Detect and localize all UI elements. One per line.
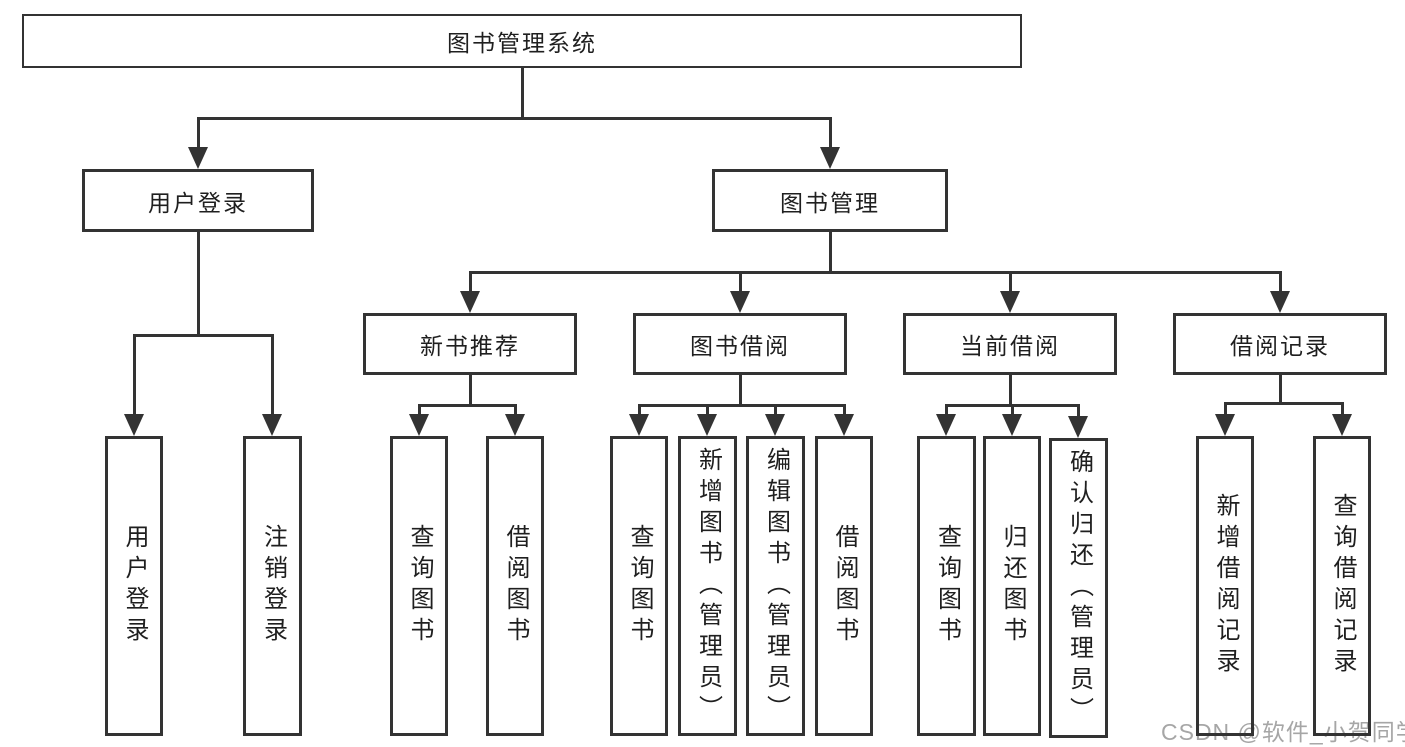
node-label: 确认归还（管理员） [1065,448,1093,728]
connector-line [1279,271,1282,293]
arrow-down-icon [697,414,717,436]
connector-line [843,404,846,416]
connector-line [638,404,641,416]
arrow-down-icon [1002,414,1022,436]
connector-line [1224,402,1344,405]
watermark-text: CSDN @软件_小贺同学 [1161,719,1405,745]
connector-line [469,271,472,293]
arrow-down-icon [1332,414,1352,436]
connector-line [197,117,200,147]
leaf-add-borrow-record: 新增借阅记录 [1196,436,1254,736]
node-label: 图书借阅 [690,333,790,359]
node-label: 新书推荐 [420,333,520,359]
arrow-down-icon [124,414,144,436]
connector-line [514,404,517,416]
node-label: 查询借阅记录 [1329,493,1356,679]
node-label: 查询图书 [933,524,961,648]
leaf-query-book-2: 查询图书 [610,436,668,736]
connector-line [1009,271,1012,293]
connector-line [774,404,777,416]
connector-line [638,404,846,407]
arrow-down-icon [1215,414,1235,436]
leaf-return-book: 归还图书 [983,436,1041,736]
arrow-down-icon [730,291,750,313]
node-borrow-records: 借阅记录 [1173,313,1387,375]
leaf-user-login: 用户登录 [105,436,163,736]
connector-line [521,68,524,118]
node-label: 借阅记录 [1230,333,1330,359]
arrow-down-icon [505,414,525,436]
node-label: 新增借阅记录 [1212,493,1239,679]
connector-line [1279,375,1282,405]
arrow-down-icon [820,147,840,169]
arrow-down-icon [409,414,429,436]
connector-line [1077,404,1080,416]
node-label: 注销登录 [259,524,287,648]
arrow-down-icon [834,414,854,436]
node-label: 编辑图书（管理员） [762,446,790,726]
connector-line [133,334,274,337]
node-book-management: 图书管理 [712,169,948,232]
node-label: 查询图书 [626,524,653,648]
node-label: 图书管理 [780,189,880,216]
arrow-down-icon [1270,291,1290,313]
leaf-query-book-3: 查询图书 [917,436,976,736]
connector-line [739,375,742,407]
arrow-down-icon [629,414,649,436]
connector-line [469,271,1282,274]
leaf-query-book-1: 查询图书 [390,436,448,736]
connector-line [829,117,832,147]
connector-line [1341,402,1344,414]
node-book-borrow: 图书借阅 [633,313,847,375]
connector-line [197,117,832,120]
node-current-borrow: 当前借阅 [903,313,1117,375]
arrow-down-icon [188,147,208,169]
leaf-add-book-admin: 新增图书（管理员） [678,436,737,736]
connector-line [197,232,200,335]
arrow-down-icon [936,414,956,436]
node-new-book-recommend: 新书推荐 [363,313,577,375]
node-label: 图书管理系统 [447,30,597,56]
node-label: 归还图书 [999,524,1026,648]
connector-line [945,404,948,416]
node-label: 当前借阅 [960,333,1060,359]
connector-line [829,232,832,274]
connector-line [1011,404,1014,416]
leaf-query-borrow-record: 查询借阅记录 [1313,436,1371,736]
connector-line [1009,375,1012,407]
connector-line [469,375,472,407]
node-library-management-system: 图书管理系统 [22,14,1022,68]
leaf-logout: 注销登录 [243,436,302,736]
leaf-borrow-book-2: 借阅图书 [815,436,873,736]
connector-line [133,334,136,414]
connector-line [706,404,709,416]
leaf-borrow-book-1: 借阅图书 [486,436,544,736]
leaf-edit-book-admin: 编辑图书（管理员） [746,436,805,736]
arrow-down-icon [460,291,480,313]
connector-line [739,271,742,293]
arrow-down-icon [1000,291,1020,313]
connector-line [1224,402,1227,414]
arrow-down-icon [262,414,282,436]
node-label: 用户登录 [121,524,148,648]
arrow-down-icon [1068,416,1088,438]
node-label: 新增图书（管理员） [694,446,722,726]
node-label: 用户登录 [148,189,248,216]
node-label: 查询图书 [406,524,433,648]
node-user-login: 用户登录 [82,169,314,232]
arrow-down-icon [765,414,785,436]
node-label: 借阅图书 [502,524,529,648]
connector-line [418,404,421,416]
node-label: 借阅图书 [831,524,858,648]
leaf-confirm-return-admin: 确认归还（管理员） [1049,438,1108,738]
connector-line [271,334,274,414]
connector-line [418,404,517,407]
